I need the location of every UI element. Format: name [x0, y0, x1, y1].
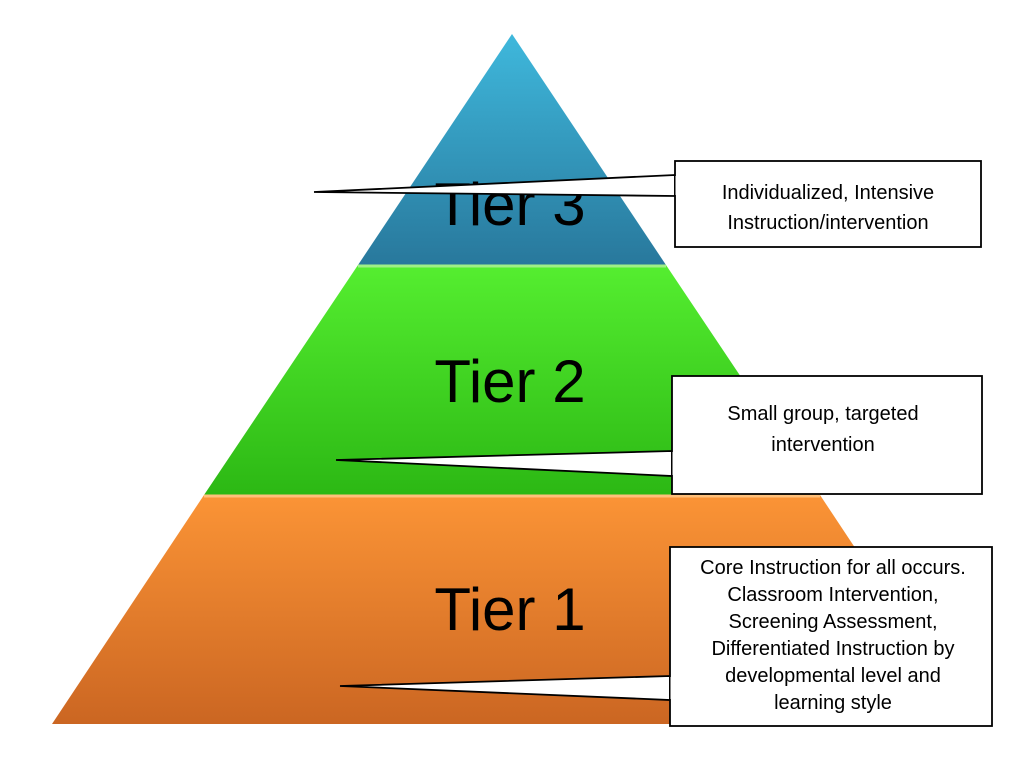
callout-line: Individualized, Intensive: [722, 182, 934, 204]
tier-1-label: Tier 1: [434, 576, 585, 643]
callout-line: Screening Assessment,: [729, 611, 938, 633]
tier-2-callout: Small group, targeted intervention: [335, 375, 983, 495]
callout-box: [671, 375, 983, 495]
callout-box: [674, 160, 982, 248]
callout-line: Core Instruction for all occurs.: [700, 557, 966, 579]
callout-line: Small group, targeted: [727, 403, 918, 425]
callout-line: Differentiated Instruction by: [711, 638, 954, 660]
callout-line: Classroom Intervention,: [727, 584, 938, 606]
tier-1-callout: Core Instruction for all occurs. Classro…: [339, 546, 993, 727]
tier-3-callout: Individualized, Intensive Instruction/in…: [313, 160, 982, 248]
callout-box: [669, 546, 993, 727]
callout-line: developmental level and: [725, 665, 941, 687]
tier-2-label: Tier 2: [434, 348, 585, 415]
callout-line: Instruction/intervention: [727, 212, 928, 234]
tier-2-segment: [204, 265, 820, 495]
tier-3-segment: [358, 34, 666, 265]
callout-line: learning style: [774, 692, 892, 714]
callout-line: intervention: [771, 434, 874, 456]
